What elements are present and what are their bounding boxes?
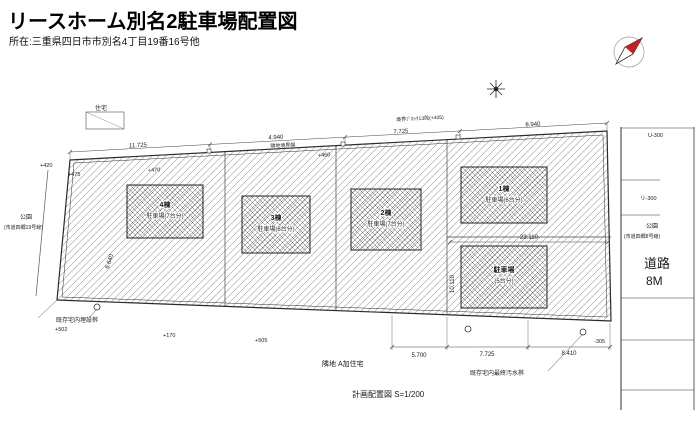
house-label: 住宅 [95,104,107,112]
park-strip-line [35,169,49,297]
utility-pole-icon [487,80,505,98]
site-boundary-inner [61,134,608,318]
mid-dimension-line [447,239,611,245]
building-sub: (5台分) [494,277,513,285]
road-strip [620,127,695,410]
dim-label: 7.725 [393,129,409,136]
page-title: リースホーム別名2駐車場配置図 [8,11,298,33]
park-right-label: 公園 [646,223,658,230]
building-sub: 駐車場(6台分) [257,225,294,233]
building-name: 4棟 [160,200,172,209]
dim-label: 8.940 [525,122,541,129]
bottom-dimension-line [389,315,613,350]
park-left-road-label: (市道四郷19号線) [4,224,43,231]
road-label: 道路 [644,256,670,271]
dim-label: 8.410 [561,351,577,357]
dim-label: 7.725 [479,352,495,358]
building-block-1: 4棟 駐車場(7台分) [126,184,204,239]
page-subtitle: 所在:三重県四日市市別名4丁目19番16号他 [9,37,200,48]
building-name: 3棟 [271,213,283,222]
dim-label: 4.940 [268,135,284,142]
section-lines [224,140,611,315]
dim-label: 10.110 [450,274,456,293]
scale-note: 計画配置図 S=1/200 [352,389,425,399]
park-left-label: 公園 [20,214,32,221]
svg-text:+460: +460 [318,152,331,159]
building-block-4: 1棟 駐車場(6台分) [460,166,548,224]
gutter-label-mid: リ-300 [640,196,657,202]
building-sub: 駐車場(7台分) [367,220,404,228]
svg-text:+470: +470 [148,167,161,174]
building-sub: 駐車場(6台分) [485,196,522,204]
svg-text:+505: +505 [255,338,267,344]
north-compass-icon [613,36,645,68]
building-sub: 駐車場(7台分) [146,212,183,220]
building-name: 2棟 [381,208,393,217]
neighbor-label: 隣地 A加住宅 [322,359,364,368]
svg-text:+170: +170 [163,333,175,339]
building-block-2: 3棟 駐車場(6台分) [241,195,311,254]
dim-label: 11.725 [129,143,148,150]
svg-text:-305: -305 [594,339,605,345]
svg-text:+475: +475 [68,172,80,178]
building-block-3: 2棟 駐車場(7台分) [350,188,422,251]
road-width-label: 8M [646,274,663,288]
boundary-block-note: 境界ﾌﾞﾛｯｸ13段(+405) [396,114,444,124]
manhole-left-label: 既存宅内埋設桝 [56,316,98,324]
svg-text:+420: +420 [40,163,52,169]
top-dimension-line [67,120,610,160]
manhole-right-label: 既存宅内最終汚水桝 [470,369,524,377]
building-name: 駐車場 [494,265,515,274]
dim-label: 6.640 [105,253,116,270]
gutter-label-top: U-300 [648,133,663,139]
boundary-line-label: 隣地境界線 [270,141,295,149]
corner-leader [37,299,58,319]
building-name: 1棟 [499,184,511,193]
park-right-road-label: (市道四郷8号線) [624,233,660,240]
dim-label: 5.700 [411,353,427,359]
neighbor-house-outline [85,111,125,130]
building-block-5: 駐車場 (5台分) [460,245,548,309]
manholes [89,303,587,372]
dim-label: 23.110 [520,235,539,241]
spot-levels: +420 +475 +470 +460 +502 +170 +505 -305 [40,152,605,345]
svg-text:+502: +502 [55,327,67,333]
